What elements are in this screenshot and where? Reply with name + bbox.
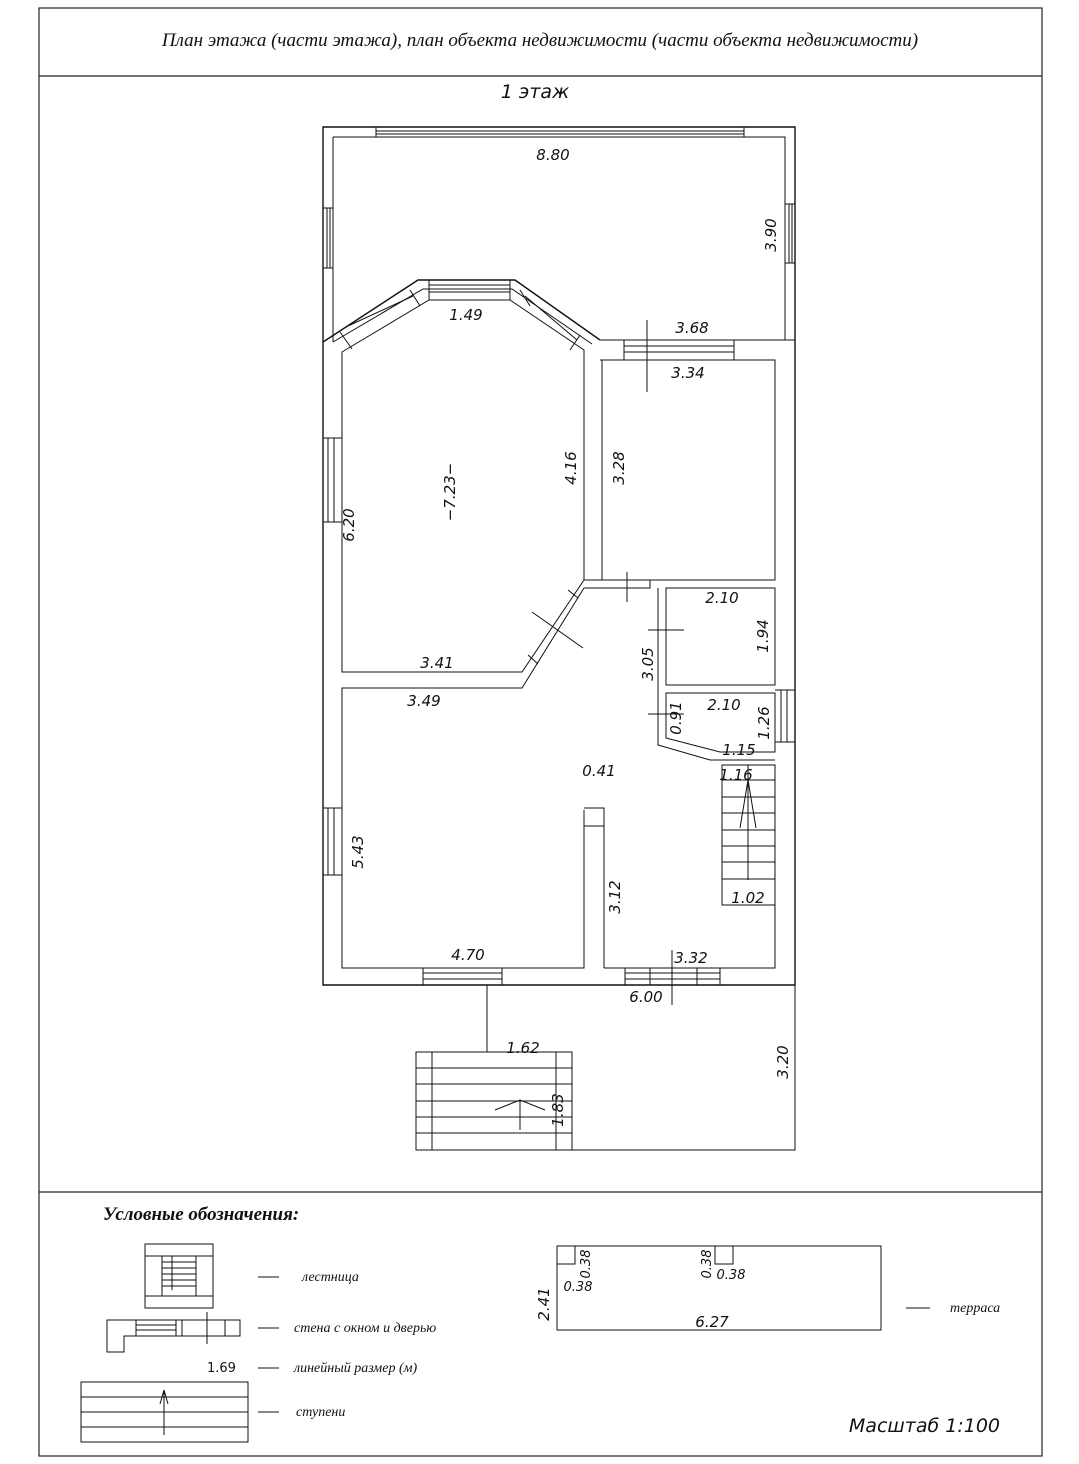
legend-terrace-label: терраса bbox=[950, 1301, 1000, 1316]
dim-label: 1.26 bbox=[755, 706, 773, 739]
dim-label: 3.68 bbox=[675, 319, 708, 337]
dim-label: 6.00 bbox=[629, 988, 662, 1006]
dim-label: 2.10 bbox=[707, 696, 740, 714]
terrace-dim-label: 0.38 bbox=[564, 1280, 593, 1295]
internal-stairs bbox=[721, 764, 776, 906]
legend-sample-size: 1.69 bbox=[207, 1361, 236, 1376]
dim-label: 1.02 bbox=[731, 889, 764, 907]
dim-label: 3.41 bbox=[420, 654, 453, 672]
terrace-dim-label: 0.38 bbox=[579, 1250, 594, 1279]
dim-label: 1.83 bbox=[549, 1093, 567, 1126]
dim-label: 3.20 bbox=[774, 1045, 792, 1078]
dim-label: 4.16 bbox=[562, 451, 580, 484]
sheet-title: План этажа (части этажа), план объекта н… bbox=[161, 30, 918, 51]
dim-label: 3.28 bbox=[610, 451, 628, 484]
dim-label: −7.23− bbox=[441, 463, 459, 522]
right-top-room bbox=[600, 320, 795, 581]
legend-linear-label: линейный размер (м) bbox=[293, 1361, 418, 1376]
scale-label: Масштаб 1:100 bbox=[849, 1415, 1000, 1437]
dim-label: 3.49 bbox=[407, 692, 440, 710]
terrace-dim-label: 6.27 bbox=[695, 1313, 729, 1331]
dim-label: 3.05 bbox=[639, 647, 657, 680]
dim-label: 3.34 bbox=[671, 364, 704, 382]
dim-label: 1.49 bbox=[449, 306, 482, 324]
dim-label: 8.80 bbox=[536, 146, 569, 164]
dim-label: 3.32 bbox=[674, 949, 707, 967]
small-rooms bbox=[648, 587, 795, 761]
stairs-symbol bbox=[144, 1243, 214, 1309]
terrace-dim-label: 0.38 bbox=[700, 1250, 715, 1279]
terrace-symbol: 0.38 0.38 0.38 0.38 2.41 6.27 bbox=[535, 1245, 882, 1331]
bottom-openings bbox=[323, 807, 721, 1005]
bay-room-walls bbox=[322, 279, 601, 673]
dim-label: 0.41 bbox=[582, 762, 615, 780]
terrace-dim-label: 2.41 bbox=[535, 1287, 553, 1320]
dim-label: 1.62 bbox=[506, 1039, 539, 1057]
dim-label: 0.91 bbox=[667, 701, 685, 734]
dim-label: 4.70 bbox=[451, 946, 484, 964]
legend-wall-label: стена с окном и дверью bbox=[294, 1321, 436, 1336]
dim-label: 2.10 bbox=[705, 589, 738, 607]
dim-label: 3.12 bbox=[606, 880, 624, 913]
dim-label: 1.94 bbox=[754, 619, 772, 652]
dim-label: 1.16 bbox=[719, 766, 752, 784]
terrace-dim-label: 0.38 bbox=[717, 1268, 746, 1283]
sheet-frame bbox=[38, 7, 1043, 1457]
legend-stairs-label: лестница bbox=[301, 1270, 359, 1285]
steps-symbol bbox=[80, 1381, 249, 1443]
floor-plan: 8.80 3.90 1.49 3.68 3.34 −7.23− 4.16 3.2… bbox=[322, 126, 796, 1151]
dim-label: 5.43 bbox=[349, 835, 367, 868]
outer-walls bbox=[322, 126, 796, 986]
legend-steps-label: ступени bbox=[296, 1405, 345, 1420]
floor-label: 1 этаж bbox=[501, 81, 569, 103]
legend-heading: Условные обозначения: bbox=[103, 1204, 299, 1225]
dim-label: 6.20 bbox=[340, 508, 358, 541]
terrace bbox=[415, 985, 796, 1151]
wall-window-door-symbol bbox=[106, 1312, 241, 1353]
dim-label: 1.15 bbox=[722, 741, 755, 759]
legend: Условные обозначения: лестница стена с о… bbox=[80, 1204, 1000, 1443]
corridor-walls bbox=[341, 572, 776, 969]
dim-label: 3.90 bbox=[762, 218, 780, 251]
